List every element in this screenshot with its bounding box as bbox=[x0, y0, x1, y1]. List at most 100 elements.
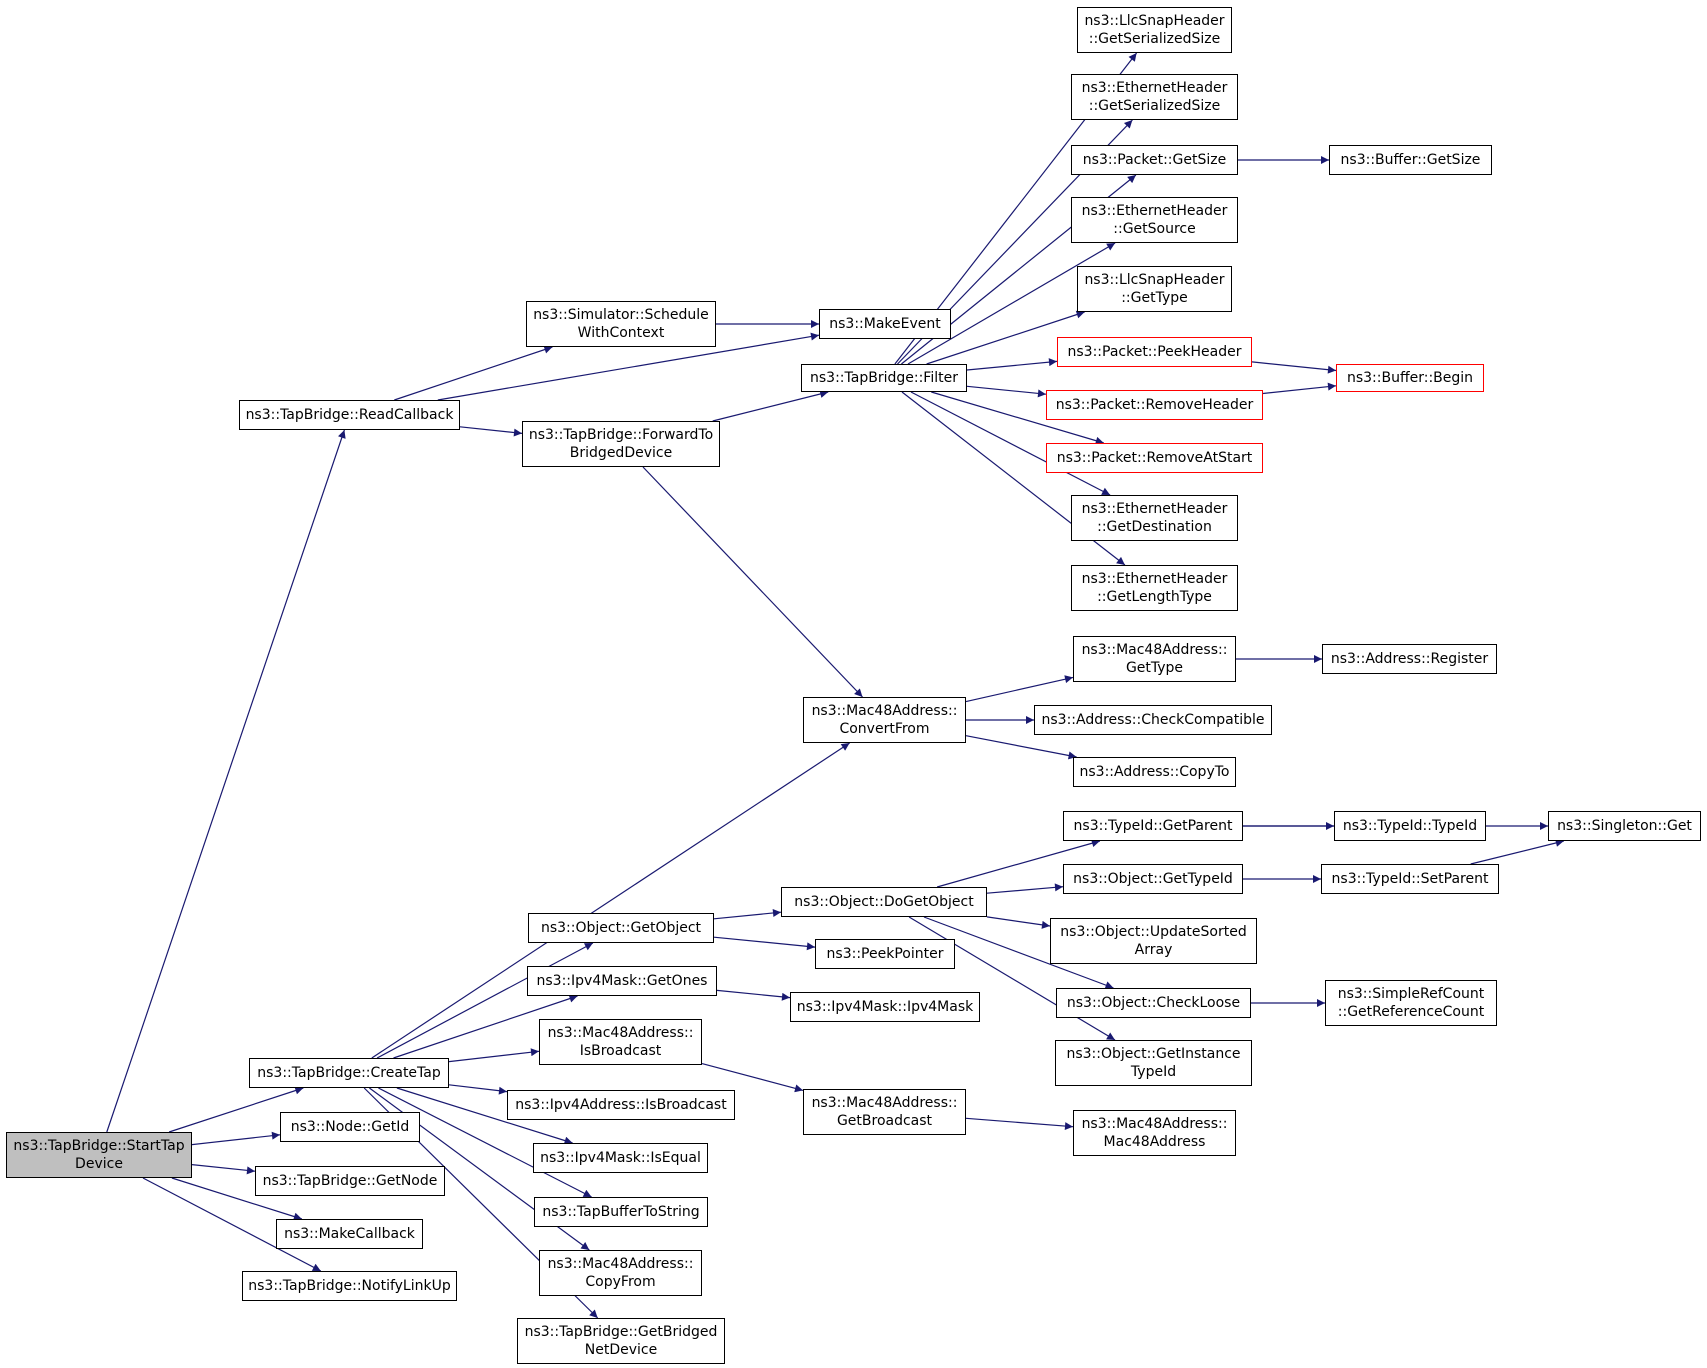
node-copyto[interactable]: ns3::Address::CopyTo bbox=[1073, 757, 1236, 787]
node-label: ns3::TypeId::TypeId bbox=[1342, 818, 1478, 834]
node-makecb[interactable]: ns3::MakeCallback bbox=[276, 1219, 423, 1249]
node-ipisbc[interactable]: ns3::Ipv4Address::IsBroadcast bbox=[507, 1090, 735, 1120]
node-checkcompat[interactable]: ns3::Address::CheckCompatible bbox=[1034, 705, 1272, 735]
node-ipv4mask[interactable]: ns3::Ipv4Mask::Ipv4Mask bbox=[790, 992, 980, 1022]
node-label: BridgedDevice bbox=[569, 445, 673, 461]
edge-start-getid bbox=[191, 1131, 281, 1146]
node-setparent[interactable]: ns3::TypeId::SetParent bbox=[1321, 864, 1499, 894]
edge-convfrom-macgettype bbox=[965, 675, 1074, 703]
node-checkloose[interactable]: ns3::Object::CheckLoose bbox=[1056, 988, 1251, 1018]
node-convfrom[interactable]: ns3::Mac48Address::ConvertFrom bbox=[803, 697, 966, 743]
node-label: ns3::MakeEvent bbox=[829, 316, 941, 332]
node-label: ns3::PeekPointer bbox=[826, 946, 944, 962]
node-label: ns3::Mac48Address:: bbox=[547, 1025, 694, 1041]
node-getbc[interactable]: ns3::Mac48Address::GetBroadcast bbox=[803, 1089, 966, 1135]
node-label: ns3::EthernetHeader bbox=[1081, 203, 1228, 219]
node-bufsize[interactable]: ns3::Buffer::GetSize bbox=[1329, 145, 1492, 175]
node-isequal[interactable]: ns3::Ipv4Mask::IsEqual bbox=[533, 1143, 708, 1173]
node-label: WithContext bbox=[577, 325, 665, 341]
node-label: ns3::TapBridge::Filter bbox=[810, 370, 958, 386]
node-makeevent[interactable]: ns3::MakeEvent bbox=[819, 309, 951, 339]
node-label: ns3::TapBridge::CreateTap bbox=[257, 1065, 441, 1081]
node-label: ConvertFrom bbox=[839, 721, 930, 737]
node-ethsize[interactable]: ns3::EthernetHeader::GetSerializedSize bbox=[1071, 74, 1238, 120]
node-label: ns3::Object::GetInstance bbox=[1066, 1046, 1241, 1062]
node-label: ns3::Ipv4Mask::GetOnes bbox=[536, 973, 708, 989]
node-remstart[interactable]: ns3::Packet::RemoveAtStart bbox=[1046, 443, 1263, 473]
node-mac48ctor[interactable]: ns3::Mac48Address::Mac48Address bbox=[1073, 1110, 1236, 1156]
node-label: TypeId bbox=[1130, 1064, 1177, 1080]
node-label: ns3::Packet::PeekHeader bbox=[1067, 344, 1242, 360]
node-macisbc[interactable]: ns3::Mac48Address::IsBroadcast bbox=[539, 1019, 702, 1065]
edge-createtap-tapbuf bbox=[378, 1087, 592, 1198]
node-ethdst[interactable]: ns3::EthernetHeader::GetDestination bbox=[1071, 495, 1238, 541]
edge-start-createtap bbox=[168, 1086, 304, 1133]
node-label: Device bbox=[75, 1156, 123, 1172]
node-label: ns3::TypeId::SetParent bbox=[1331, 871, 1489, 887]
node-label: ns3::EthernetHeader bbox=[1081, 501, 1228, 517]
node-pktsize[interactable]: ns3::Packet::GetSize bbox=[1071, 145, 1238, 175]
node-label: ns3::Address::CheckCompatible bbox=[1041, 712, 1265, 728]
edge-readcb-sched bbox=[394, 345, 553, 401]
node-label: CopyFrom bbox=[585, 1274, 656, 1290]
edge-filter-ethdst bbox=[910, 391, 1111, 496]
node-singleton[interactable]: ns3::Singleton::Get bbox=[1548, 811, 1701, 841]
node-peekhdr[interactable]: ns3::Packet::PeekHeader bbox=[1057, 337, 1252, 367]
node-label: Mac48Address bbox=[1103, 1134, 1206, 1150]
node-readcb[interactable]: ns3::TapBridge::ReadCallback bbox=[239, 400, 460, 430]
edge-dogetobj-checkloose bbox=[923, 916, 1114, 989]
node-label: ns3::Mac48Address:: bbox=[1081, 1116, 1228, 1132]
node-label: ns3::EthernetHeader bbox=[1081, 80, 1228, 96]
node-label: ns3::EthernetHeader bbox=[1081, 571, 1228, 587]
node-label: ns3::Node::GetId bbox=[290, 1119, 410, 1135]
node-llcsize[interactable]: ns3::LlcSnapHeader::GetSerializedSize bbox=[1077, 7, 1232, 53]
node-typeidctor[interactable]: ns3::TypeId::TypeId bbox=[1334, 811, 1486, 841]
node-getnode[interactable]: ns3::TapBridge::GetNode bbox=[255, 1166, 445, 1196]
node-label: ns3::TapBridge::ForwardTo bbox=[528, 427, 714, 443]
node-getobj[interactable]: ns3::Object::GetObject bbox=[528, 913, 714, 943]
node-label: ns3::Packet::RemoveAtStart bbox=[1056, 450, 1253, 466]
node-peekptr[interactable]: ns3::PeekPointer bbox=[815, 939, 955, 969]
node-bufbegin[interactable]: ns3::Buffer::Begin bbox=[1336, 364, 1484, 392]
node-getparent[interactable]: ns3::TypeId::GetParent bbox=[1063, 811, 1243, 841]
node-ethlen[interactable]: ns3::EthernetHeader::GetLengthType bbox=[1071, 565, 1238, 611]
node-addrreg[interactable]: ns3::Address::Register bbox=[1322, 644, 1497, 674]
node-label: GetType bbox=[1125, 660, 1184, 676]
node-createtap[interactable]: ns3::TapBridge::CreateTap bbox=[249, 1058, 449, 1088]
node-copyfrom[interactable]: ns3::Mac48Address::CopyFrom bbox=[539, 1250, 702, 1296]
node-label: ::GetType bbox=[1121, 290, 1188, 306]
node-ethsrc[interactable]: ns3::EthernetHeader::GetSource bbox=[1071, 197, 1238, 243]
node-objtypeid[interactable]: ns3::Object::GetTypeId bbox=[1063, 864, 1243, 894]
node-macgettype[interactable]: ns3::Mac48Address::GetType bbox=[1073, 636, 1236, 682]
node-label: ns3::TypeId::GetParent bbox=[1073, 818, 1233, 834]
node-getid[interactable]: ns3::Node::GetId bbox=[280, 1112, 420, 1142]
node-label: ns3::Mac48Address:: bbox=[547, 1256, 694, 1272]
node-tapbuf[interactable]: ns3::TapBufferToString bbox=[534, 1197, 708, 1227]
node-label: ns3::Buffer::GetSize bbox=[1340, 152, 1481, 168]
edge-readcb-fwd bbox=[459, 426, 523, 437]
node-label: ns3::Address::CopyTo bbox=[1079, 764, 1230, 780]
node-label: ns3::Mac48Address:: bbox=[811, 703, 958, 719]
node-label: IsBroadcast bbox=[579, 1043, 662, 1059]
node-label: ns3::TapBridge::StartTap bbox=[13, 1138, 185, 1154]
node-label: ns3::TapBridge::GetBridged bbox=[524, 1324, 718, 1340]
node-label: ns3::TapBufferToString bbox=[542, 1204, 700, 1220]
node-refcount[interactable]: ns3::SimpleRefCount::GetReferenceCount bbox=[1325, 980, 1497, 1026]
node-label: ::GetLengthType bbox=[1097, 589, 1212, 605]
node-getones[interactable]: ns3::Ipv4Mask::GetOnes bbox=[527, 966, 717, 996]
node-filter[interactable]: ns3::TapBridge::Filter bbox=[801, 364, 967, 392]
node-dogetobj[interactable]: ns3::Object::DoGetObject bbox=[781, 887, 987, 917]
node-remhdr[interactable]: ns3::Packet::RemoveHeader bbox=[1046, 390, 1263, 420]
node-notify[interactable]: ns3::TapBridge::NotifyLinkUp bbox=[242, 1271, 457, 1301]
edge-createtap-convfrom bbox=[371, 742, 850, 1059]
edge-macisbc-getbc bbox=[701, 1063, 804, 1093]
node-llctype[interactable]: ns3::LlcSnapHeader::GetType bbox=[1077, 266, 1232, 312]
